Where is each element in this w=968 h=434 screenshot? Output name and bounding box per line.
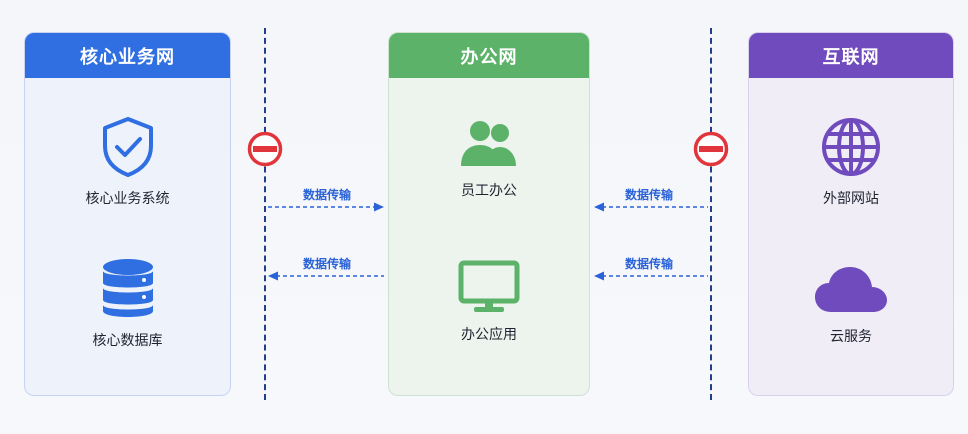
office-staff-label: 员工办公: [461, 183, 517, 199]
external-website-label: 外部网站: [823, 191, 879, 207]
isolation-line-right: [710, 28, 712, 400]
zone-core-network: 核心业务网 核心业务系统 核心数据库: [24, 32, 231, 396]
flow-label-right-bottom: 数据传输: [624, 257, 673, 271]
cloud-service-label: 云服务: [830, 329, 872, 345]
zone-core-body: 核心业务系统 核心数据库: [25, 78, 230, 395]
flow-label-left-bottom: 数据传输: [302, 257, 351, 271]
zone-office-title: 办公网: [389, 33, 589, 78]
zone-office-network: 办公网 员工办公 办公应用: [388, 32, 590, 396]
block-sign-right-icon: [693, 131, 729, 167]
arrow-left-icon: [594, 271, 708, 281]
office-application: 办公应用: [389, 260, 589, 344]
core-business-system-label: 核心业务系统: [85, 191, 170, 207]
zone-internet: 互联网 外部网站 云服务: [748, 32, 954, 396]
shield-check-icon: [102, 117, 153, 177]
office-application-label: 办公应用: [461, 327, 517, 343]
core-database: 核心数据库: [25, 258, 230, 350]
isolation-line-left: [264, 28, 266, 400]
arrow-right-icon: [268, 202, 384, 212]
core-business-system: 核心业务系统: [25, 116, 230, 208]
core-database-label: 核心数据库: [92, 333, 163, 349]
globe-icon: [822, 118, 880, 176]
zone-office-body: 员工办公 办公应用: [389, 78, 589, 395]
flow-label-left-top: 数据传输: [302, 188, 351, 202]
zone-core-title: 核心业务网: [25, 33, 230, 78]
arrow-left-icon: [268, 271, 384, 281]
users-icon: [461, 121, 516, 166]
flow-label-right-top: 数据传输: [624, 188, 673, 202]
database-icon: [102, 259, 153, 317]
zone-internet-title: 互联网: [749, 33, 953, 78]
cloud-service: 云服务: [749, 264, 953, 346]
monitor-icon: [458, 260, 520, 312]
zone-internet-body: 外部网站 云服务: [749, 78, 953, 395]
cloud-icon: [815, 267, 887, 312]
arrow-left-icon: [594, 202, 708, 212]
external-website: 外部网站: [749, 116, 953, 208]
block-sign-left-icon: [247, 131, 283, 167]
office-staff: 员工办公: [389, 120, 589, 200]
